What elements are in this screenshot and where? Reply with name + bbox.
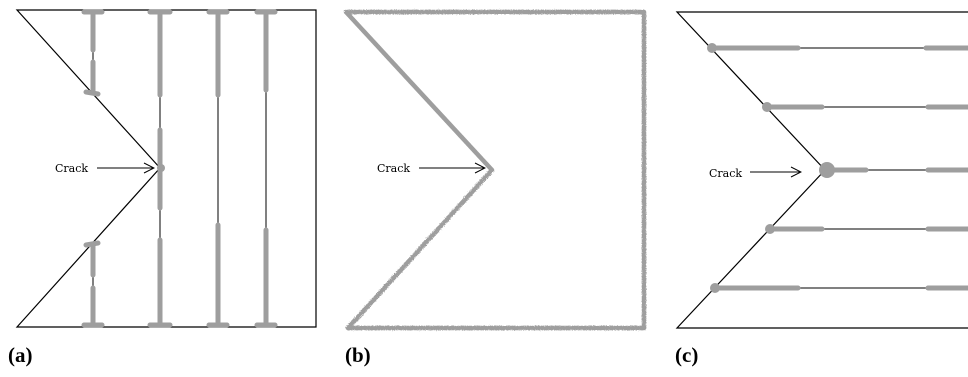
crack-label: Crack [55,162,88,175]
boundary-nodes [707,43,775,293]
highlight-segments [81,9,278,328]
panel-b: Crack [343,9,647,331]
highlight-segments [709,45,968,291]
crack-label: Crack [709,167,742,180]
panel-a: Crack [15,9,317,328]
notched-plate-outline [343,9,647,331]
panel-c-label: (c) [675,343,699,367]
crack-label: Crack [377,162,410,175]
panel-b-label: (b) [345,343,371,367]
crack-tip-node [157,164,165,172]
panel-c: Crack [675,11,968,329]
crack-tip-node [819,162,835,178]
panel-a-label: (a) [8,343,33,367]
